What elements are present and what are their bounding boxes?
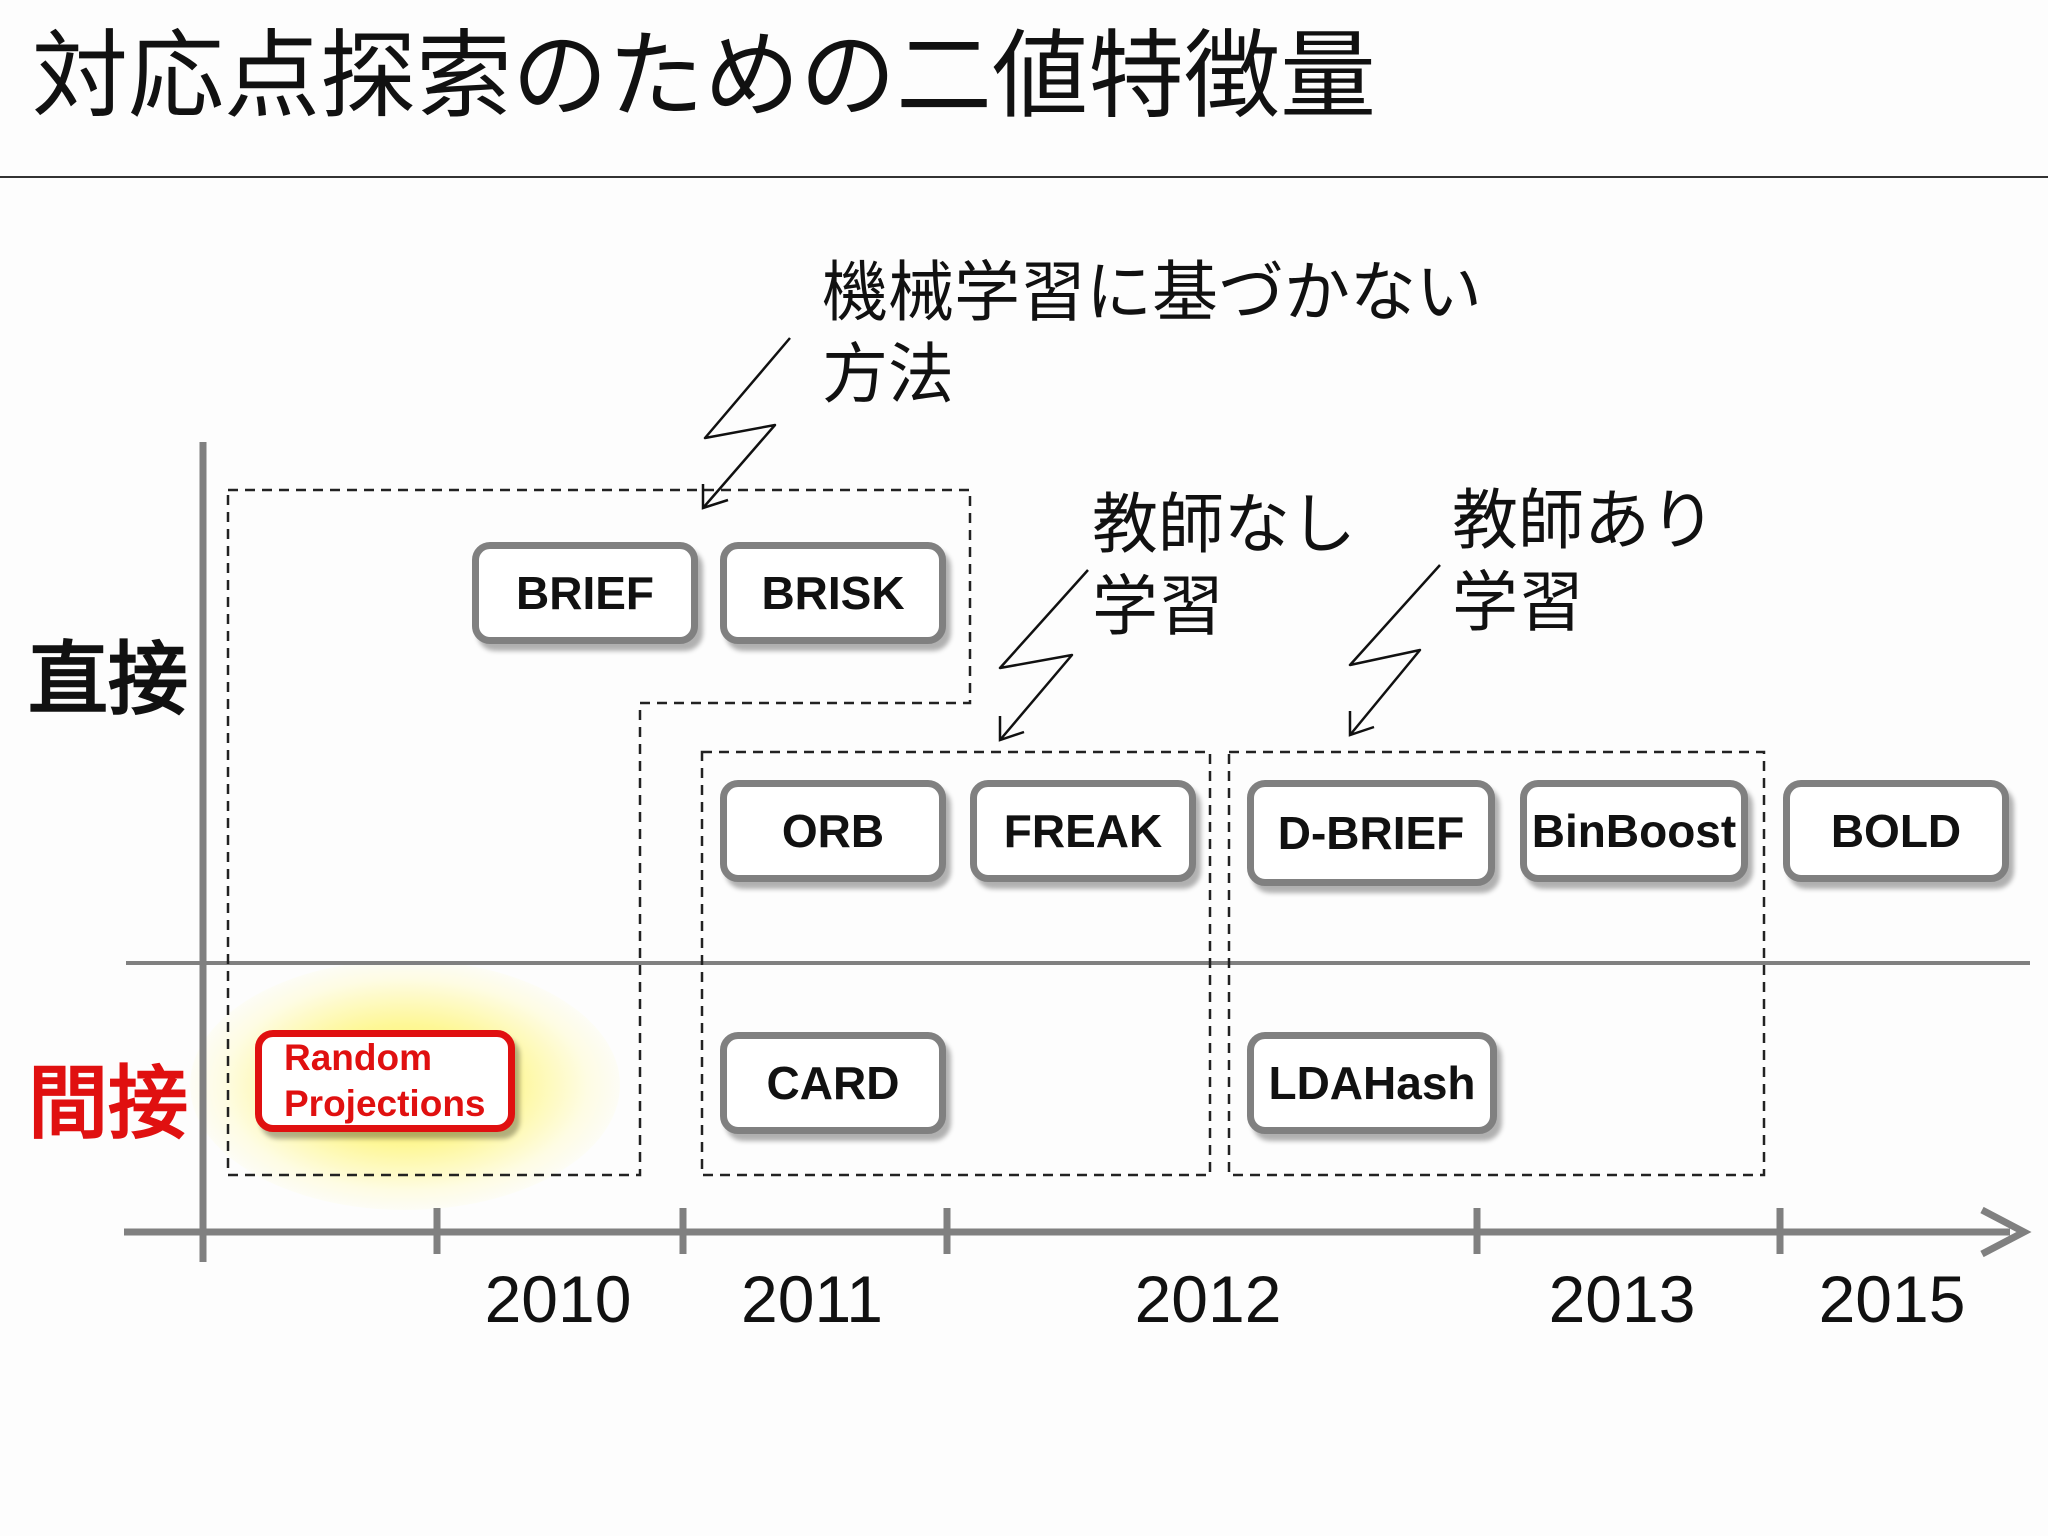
annotation-line: 方法 <box>822 336 954 413</box>
year-label: 2015 <box>1818 1262 1966 1336</box>
lightning-arrow-unsupervised <box>998 569 1089 741</box>
arrowhead <box>701 484 729 510</box>
arrowhead <box>1348 711 1375 737</box>
method-random-projections: Random Projections <box>255 1030 515 1132</box>
year-label: 2011 <box>741 1262 883 1336</box>
method-binboost: BinBoost <box>1520 780 1748 882</box>
arrowhead <box>998 716 1025 742</box>
annotation-unsupervised: 教師なし 学習 <box>1092 484 1356 648</box>
method-d-brief: D-BRIEF <box>1247 780 1495 886</box>
title-divider <box>0 176 2048 178</box>
annotation-line: 学習 <box>1452 564 1584 641</box>
lightning-arrow-supervised <box>1348 564 1441 736</box>
annotation-line: 学習 <box>1092 568 1224 645</box>
time-axis-arrowhead <box>1980 1206 2032 1258</box>
annotation-line: 機械学習に基づかない <box>822 254 1482 331</box>
method-freak: FREAK <box>970 780 1196 882</box>
method-ldahash: LDAHash <box>1247 1032 1497 1134</box>
annotation-supervised: 教師あり 学習 <box>1452 480 1716 644</box>
annotation-non-learning: 機械学習に基づかない 方法 <box>822 252 1482 416</box>
group-supervised <box>1227 750 1766 1177</box>
lightning-arrow-non-learning <box>702 337 791 509</box>
group-unsupervised <box>700 750 1212 1177</box>
method-card: CARD <box>720 1032 946 1134</box>
group-non-learning <box>226 488 972 1177</box>
method-bold: BOLD <box>1783 780 2009 882</box>
annotation-line: 教師なし <box>1092 486 1356 563</box>
method-orb: ORB <box>720 780 946 882</box>
year-label: 2010 <box>484 1262 632 1336</box>
year-label: 2012 <box>1134 1262 1282 1336</box>
annotation-line: 教師あり <box>1452 482 1716 559</box>
slide-title: 対応点探索のための二値特徴量 <box>32 20 1376 132</box>
year-label: 2013 <box>1548 1262 1696 1336</box>
direct-label: 直接 <box>28 633 188 726</box>
method-brief: BRIEF <box>472 542 698 644</box>
indirect-label: 間接 <box>28 1057 188 1150</box>
method-brisk: BRISK <box>720 542 946 644</box>
